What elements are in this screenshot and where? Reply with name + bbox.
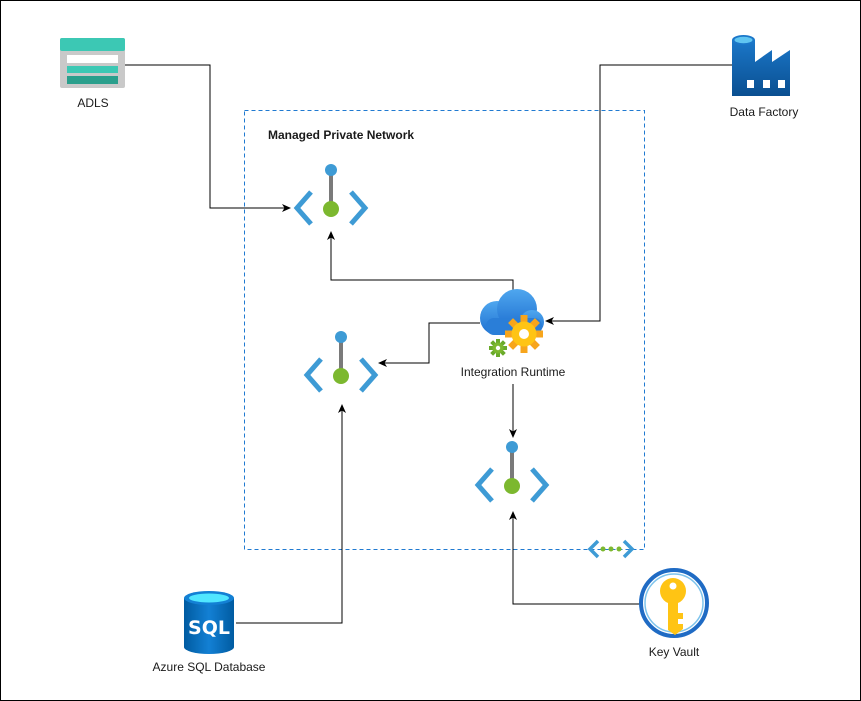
edge-adls-to-pe1[interactable] <box>125 64 291 212</box>
edge-ir-to-pe1[interactable] <box>327 231 514 290</box>
edge-ir-to-pe2[interactable] <box>378 322 480 367</box>
private-endpoint-1[interactable] <box>293 164 369 226</box>
private-endpoint-icon <box>293 164 369 226</box>
private-endpoint-2[interactable] <box>303 331 379 393</box>
gear-icon <box>505 315 543 353</box>
sql-database-node[interactable]: SQL Azure SQL Database <box>153 591 266 674</box>
managed-private-network-label: Managed Private Network <box>268 128 414 142</box>
managed-private-network-boundary[interactable] <box>244 110 645 550</box>
adls-node[interactable]: ADLS <box>60 38 125 110</box>
svg-text:SQL: SQL <box>188 617 230 639</box>
key-vault-icon <box>639 568 709 638</box>
sql-database-label: Azure SQL Database <box>153 660 266 674</box>
edge-adf-to-ir[interactable] <box>545 64 732 325</box>
integration-runtime-icon <box>480 289 544 357</box>
small-gear-icon <box>489 339 507 357</box>
data-factory-node[interactable]: Data Factory <box>730 35 799 119</box>
private-endpoint-3[interactable] <box>474 441 550 503</box>
key-vault-label: Key Vault <box>649 645 700 659</box>
storage-account-icon <box>60 38 125 88</box>
adls-label: ADLS <box>77 96 108 110</box>
private-endpoint-icon <box>474 441 550 503</box>
edge-kv-to-pe3[interactable] <box>509 511 640 605</box>
integration-runtime-node[interactable]: Integration Runtime <box>461 289 566 379</box>
sql-database-icon: SQL <box>184 591 234 654</box>
key-vault-node[interactable]: Key Vault <box>639 568 709 659</box>
integration-runtime-label: Integration Runtime <box>461 365 566 379</box>
data-factory-icon <box>732 35 790 96</box>
connectors <box>125 64 732 624</box>
virtual-network-icon <box>587 539 635 559</box>
data-factory-label: Data Factory <box>730 105 799 119</box>
edge-sql-to-pe2[interactable] <box>236 404 346 624</box>
private-endpoint-icon <box>303 331 379 393</box>
